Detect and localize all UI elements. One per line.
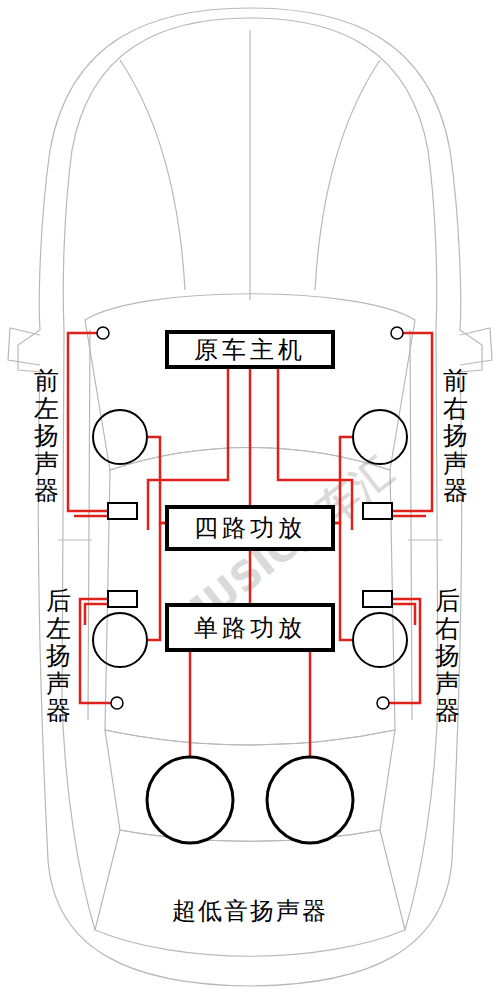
crossover (363, 503, 392, 519)
tweeter (391, 327, 403, 339)
subwoofer (147, 757, 233, 843)
amp-box: 原车主机 (165, 330, 335, 369)
tweeter (377, 697, 389, 709)
speaker-label: 后右扬声器 (435, 587, 460, 725)
speaker-label: 前右扬声器 (443, 367, 468, 505)
tweeter (97, 327, 109, 339)
signal-wire (249, 369, 252, 505)
speaker-circle: 前左扬声器 (92, 409, 148, 465)
caption-label: 超低音扬声器 (172, 895, 328, 927)
signal-wire (249, 551, 252, 603)
crossover (108, 503, 137, 519)
box-label: 四路功放 (194, 512, 306, 544)
amp-box: 单路功放 (165, 603, 335, 652)
crossover (108, 591, 137, 607)
crossover (363, 591, 392, 607)
speaker-circle: 前右扬声器 (352, 409, 408, 465)
signal-wire (335, 437, 352, 523)
tweeter (111, 697, 123, 709)
signal-wire (335, 523, 352, 640)
box-label: 原车主机 (194, 334, 306, 366)
box-label: 单路功放 (194, 612, 306, 644)
speaker-circle: 后右扬声器 (352, 612, 408, 668)
speaker-label: 后左扬声器 (46, 587, 71, 725)
speaker-label: 前左扬声器 (34, 367, 59, 505)
signal-wire (148, 437, 165, 523)
amp-box: 四路功放 (165, 505, 335, 551)
subwoofer (267, 757, 353, 843)
speaker-circle: 后左扬声器 (92, 612, 148, 668)
signal-wire (148, 523, 165, 640)
